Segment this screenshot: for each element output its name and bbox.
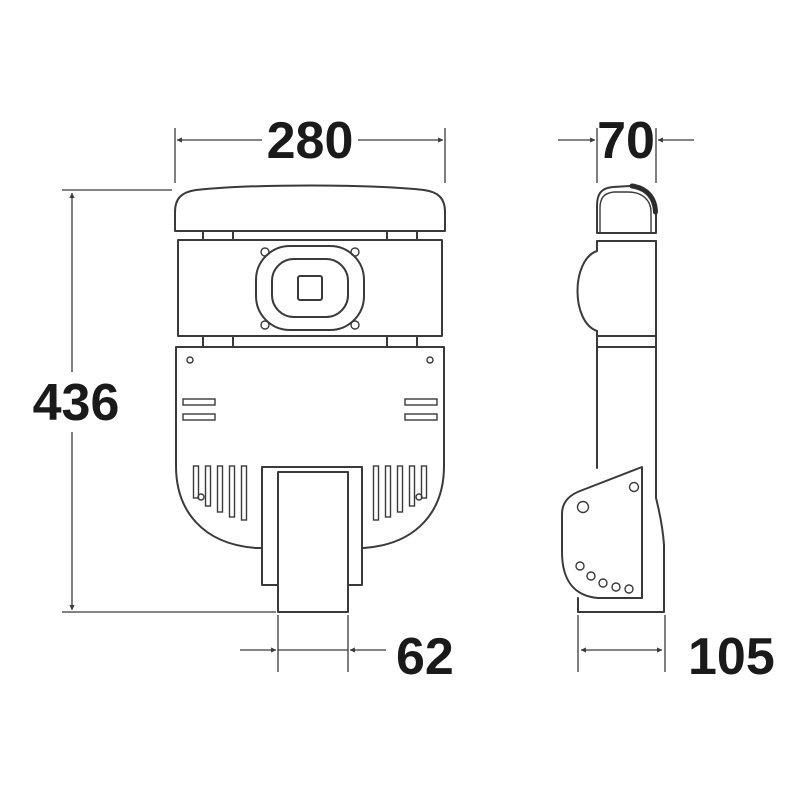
side-right-edge	[577, 240, 665, 613]
sensor-ring-outer	[255, 245, 365, 331]
vent-slot	[420, 465, 428, 499]
screw-icon	[350, 247, 360, 257]
mid-foot-left	[202, 335, 234, 348]
vent-slot	[408, 465, 416, 507]
side-sensor-bulge	[576, 240, 598, 469]
pole	[277, 471, 349, 613]
side-cap-inner-line	[599, 191, 652, 233]
vent-slot	[192, 465, 200, 499]
bracket-hole	[624, 584, 634, 594]
dimension-front-width: 280	[174, 112, 446, 183]
bracket-hole	[576, 500, 590, 514]
bracket-hole	[628, 481, 640, 493]
dim-label-overall-height: 436	[33, 374, 120, 432]
screw-icon	[426, 356, 434, 364]
vent-slot	[204, 465, 212, 507]
mounting-bracket	[561, 466, 643, 599]
middle-housing	[177, 239, 443, 337]
vent-slot	[240, 465, 248, 521]
screw-icon	[186, 356, 194, 364]
side-cap-edge-band	[629, 183, 658, 215]
cap-foot-left	[202, 230, 234, 241]
dim-label-pole-width: 62	[396, 628, 454, 686]
dim-label-side-width: 70	[597, 112, 655, 170]
vent-slot	[216, 465, 224, 513]
screw-icon	[260, 320, 270, 330]
bracket-hole	[586, 571, 596, 581]
vent-slot	[372, 465, 380, 521]
vent-slot	[228, 465, 236, 518]
side-slot	[404, 398, 438, 406]
dimension-side-width: 70	[558, 112, 694, 183]
front-view	[174, 184, 446, 613]
mid-foot-right	[386, 335, 418, 348]
sensor-window	[297, 275, 323, 301]
dimension-overall-height: 436	[33, 189, 276, 613]
screw-icon	[260, 247, 270, 257]
side-slot	[404, 413, 438, 421]
lamp-top-cap	[174, 184, 446, 232]
bracket-hole	[611, 582, 621, 592]
side-slot	[182, 413, 216, 421]
dimension-pole-width: 62	[240, 615, 454, 686]
bracket-hole	[575, 561, 585, 571]
dimension-base-depth: 105	[577, 615, 775, 686]
dim-label-base-depth: 105	[688, 628, 775, 686]
side-slot	[182, 398, 216, 406]
cap-foot-right	[386, 230, 418, 241]
sensor-ring-inner	[271, 258, 349, 318]
dim-label-front-width: 280	[267, 112, 354, 170]
bracket-hole	[598, 578, 608, 588]
vent-slot	[384, 465, 392, 518]
lower-body	[175, 346, 445, 549]
vent-slot	[396, 465, 404, 513]
side-view	[561, 183, 665, 613]
screw-icon	[350, 320, 360, 330]
